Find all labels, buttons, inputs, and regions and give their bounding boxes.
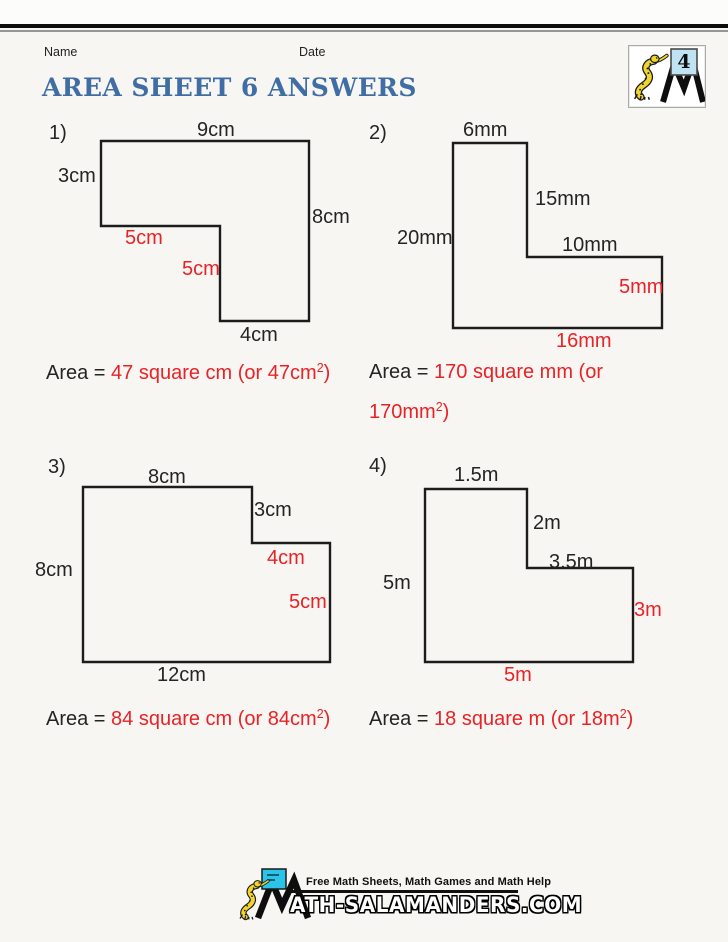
p4-dim-right-lower: 3m [634,599,662,621]
p2-dim-inner-h: 10mm [562,234,618,256]
area-close: ) [323,362,331,384]
area-close: ) [323,708,331,730]
top-rule-shadow [0,30,728,32]
site-logo-graphic [236,868,312,930]
area-value: 47 square cm (or 47cm [111,362,317,384]
area-superscript: 2 [435,400,443,414]
p4-dim-inner-h: 3.5m [549,551,594,573]
area-label: Area = [46,708,106,730]
site-logo: Free Math Sheets, Math Games and Math He… [234,868,582,936]
problem-1-number: 1) [49,122,67,144]
p1-dim-top: 9cm [197,119,235,141]
problem-3-number: 3) [48,456,66,478]
area-superscript: 2 [316,361,324,375]
grade-sign [670,48,698,76]
top-margin-strip [0,0,728,24]
area-answer-2-line1: Area = 170 square mm (or [369,361,603,384]
p1-dim-bottom: 4cm [240,324,278,346]
area-answer-2-line2: 170mm2) [369,400,449,424]
name-field-label: Name [44,45,78,59]
area-label: Area = [46,362,106,384]
footer-tagline: Free Math Sheets, Math Games and Math He… [306,876,552,888]
p3-dim-left: 8cm [35,559,73,581]
area-value-line2: 170mm [369,401,436,423]
area-superscript: 2 [316,707,324,721]
p3-dim-inner-h: 4cm [267,547,305,569]
area-close: ) [626,708,634,730]
p1-dim-inner-h: 5cm [125,227,163,249]
top-rule [0,24,728,28]
area-close: ) [442,401,450,423]
p2-dim-top: 6mm [463,119,508,141]
p2-dim-right-lower: 5mm [619,276,664,298]
shape-outline-problem-2 [451,141,664,330]
grade-badge: 4 [628,45,706,108]
p3-dim-top: 8cm [148,466,186,488]
area-superscript: 2 [619,707,627,721]
grade-number: 4 [677,51,691,73]
problem-4-number: 4) [369,455,387,477]
area-value: 84 square cm (or 84cm [111,708,317,730]
area-answer-3: Area = 84 square cm (or 84cm2) [46,707,330,731]
m-logo-icon [254,871,312,920]
problem-2-number: 2) [369,122,387,144]
p4-dim-right-upper: 2m [533,512,561,534]
p1-dim-right: 8cm [312,206,350,228]
p4-dim-top: 1.5m [454,464,499,486]
area-value: 18 square m (or 18m [434,708,620,730]
footer-rule [290,890,518,893]
area-answer-1: Area = 47 square cm (or 47cm2) [46,361,330,385]
area-label: Area = [369,361,429,383]
p2-dim-right-upper: 15mm [535,188,591,210]
footer-brand-text: ATH-SALAMANDERS.COM [290,893,583,917]
area-answer-4: Area = 18 square m (or 18m2) [369,707,633,731]
p2-dim-bottom: 16mm [556,330,612,352]
p4-dim-left: 5m [383,572,411,594]
page-title: AREA SHEET 6 ANSWERS [42,73,417,102]
p3-dim-right-lower: 5cm [289,591,327,613]
date-field-label: Date [299,45,326,59]
p3-dim-bottom: 12cm [157,664,206,686]
p1-dim-inner-v: 5cm [182,258,220,280]
p1-dim-left: 3cm [58,165,96,187]
p4-dim-bottom: 5m [504,664,532,686]
shape-outline-problem-4 [423,487,635,664]
area-label: Area = [369,708,429,730]
board-icon [261,868,287,890]
grade-badge-graphic [629,48,705,107]
shape-outline-problem-3 [81,485,332,664]
p3-dim-right-upper: 3cm [254,499,292,521]
p2-dim-left: 20mm [397,227,453,249]
area-value: 170 square mm (or [434,361,604,383]
shape-outline-problem-1 [99,139,311,323]
